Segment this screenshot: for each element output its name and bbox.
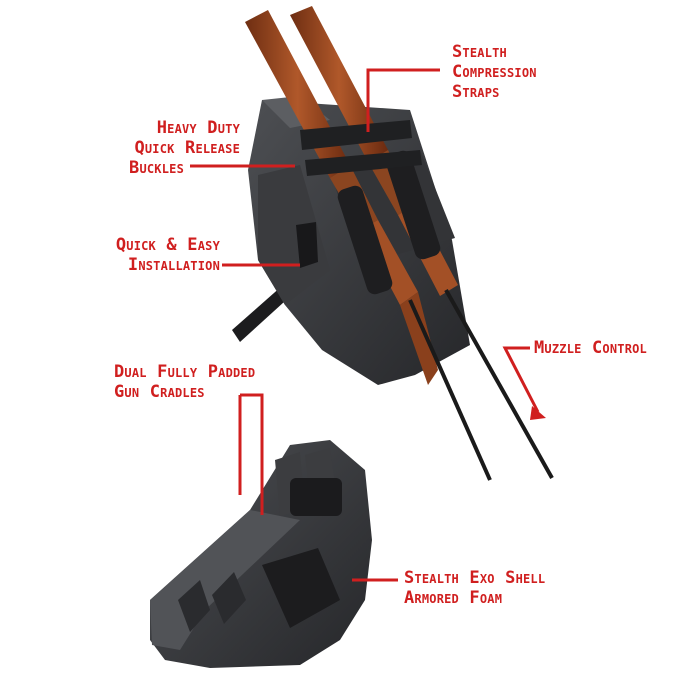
callout-lines	[190, 68, 540, 582]
callout-dual-padded-cradles: Dual Fully Padded Gun Cradles	[114, 362, 256, 402]
muzzle-arrow-head	[530, 406, 546, 420]
empty-rack	[150, 440, 372, 668]
callout-quick-easy-installation: Quick & Easy Installation	[115, 235, 220, 275]
callout-stealth-compression-straps: Stealth Compression Straps	[452, 42, 537, 102]
rifle-right	[290, 6, 554, 479]
callout-exo-shell-armored-foam: Stealth Exo Shell Armored Foam	[404, 568, 546, 608]
callout-muzzle-control: Muzzle Control	[534, 338, 647, 358]
compression-straps	[300, 120, 422, 176]
callout-heavy-duty-buckles: Heavy Duty Quick Release Buckles	[129, 118, 240, 178]
